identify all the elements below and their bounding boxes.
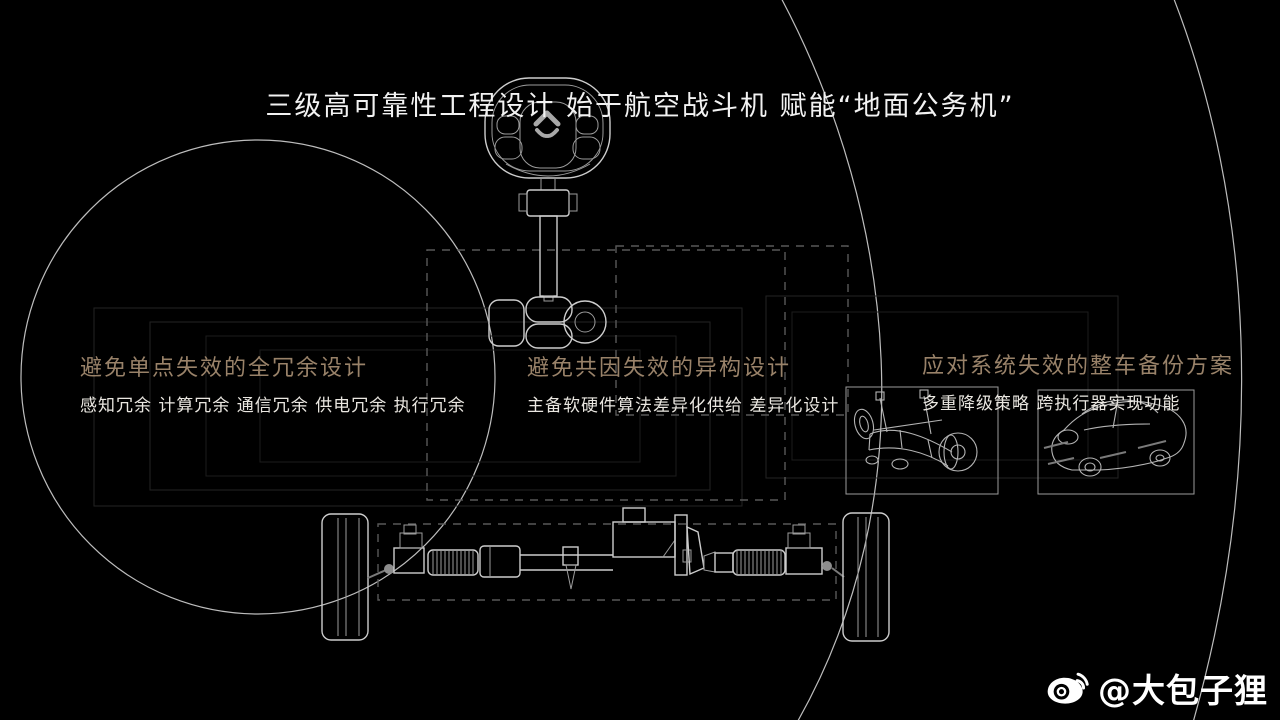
steering-rack-drawing — [321, 507, 890, 642]
section-heading: 避免单点失效的全冗余设计 — [80, 356, 369, 381]
section-detail: 多重降级策略 跨执行器实现功能 — [922, 394, 1181, 414]
front-left-wheel-drawing — [321, 513, 369, 641]
steering-column-drawing — [518, 178, 578, 302]
car-sketch — [1037, 389, 1195, 495]
nio-logo-icon — [533, 110, 561, 138]
subframe-box — [845, 386, 999, 495]
large-arc-center — [781, 0, 883, 720]
section-detail: 感知冗余 计算冗余 通信冗余 供电冗余 执行冗余 — [80, 396, 466, 416]
section-full-redundancy: 避免单点失效的全冗余设计 感知冗余 计算冗余 通信冗余 供电冗余 执行冗余 — [80, 350, 466, 416]
section-vehicle-backup: 应对系统失效的整车备份方案 多重降级策略 跨执行器实现功能 — [922, 348, 1234, 414]
large-arc-right — [1173, 0, 1243, 720]
dashed-outline-boxes — [377, 245, 849, 601]
section-detail: 主备软硬件算法差异化供给 差异化设计 — [527, 396, 840, 416]
front-right-wheel-drawing — [842, 512, 890, 642]
watermark: @大包子狸 — [1044, 664, 1268, 712]
watermark-handle: @大包子狸 — [1098, 671, 1268, 710]
steering-gear-drawing — [488, 296, 607, 349]
left-circle — [20, 139, 496, 615]
blueprint-rectangles — [93, 295, 1119, 507]
section-heading: 避免共因失效的异构设计 — [527, 356, 792, 381]
slide-title: 三级高可靠性工程设计 始于航空战斗机 赋能“地面公务机” — [265, 91, 1015, 122]
section-heterogeneous-design: 避免共因失效的异构设计 主备软硬件算法差异化供给 差异化设计 — [527, 350, 839, 416]
car-box — [1037, 389, 1195, 495]
left-bellows-ridges — [432, 550, 474, 575]
section-heading: 应对系统失效的整车备份方案 — [922, 354, 1235, 379]
front-subframe-sketch — [845, 386, 999, 495]
right-bellows-ridges — [736, 550, 782, 575]
weibo-icon — [1047, 672, 1089, 704]
steering-wheel-drawing — [484, 77, 611, 179]
background-arcs — [20, 0, 1243, 720]
